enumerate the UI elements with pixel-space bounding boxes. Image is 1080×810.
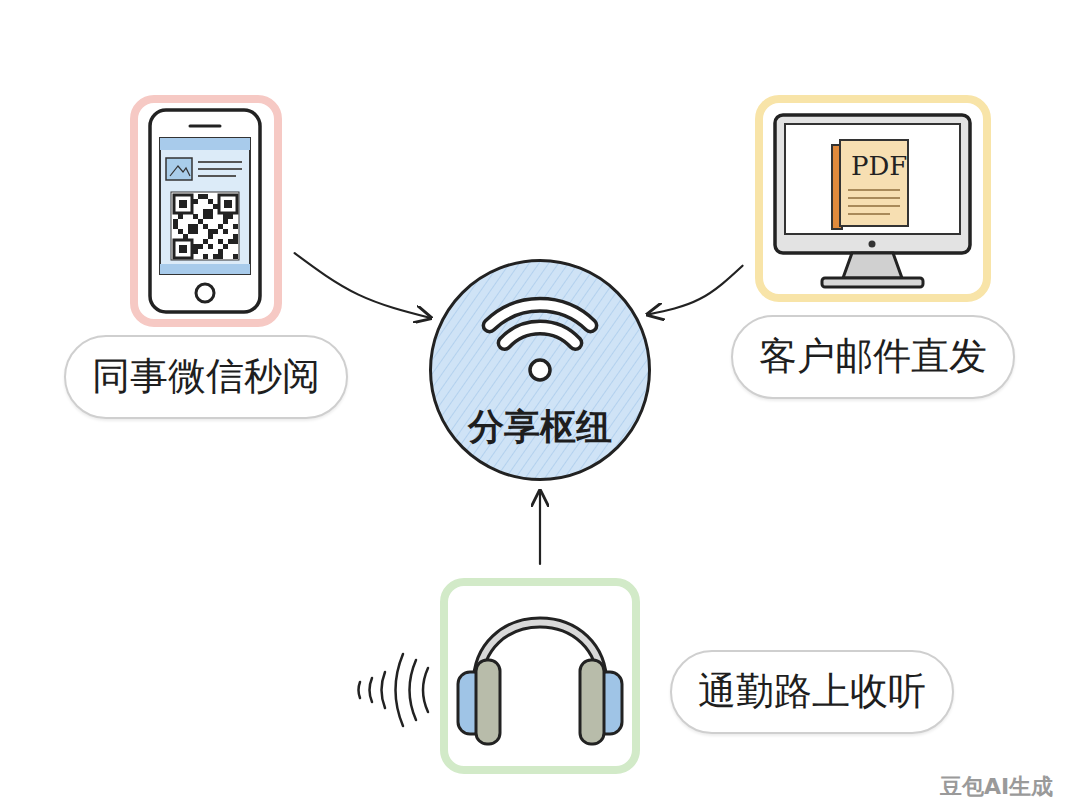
monitor-frame: PDF客户邮件直发 bbox=[755, 95, 991, 302]
arrow-connector bbox=[648, 266, 743, 315]
hub-label: 分享枢纽 bbox=[432, 406, 648, 447]
node-label: 同事微信秒阅 bbox=[64, 335, 348, 419]
qr-code bbox=[173, 194, 238, 259]
headphones-frame: 通勤路上收听 bbox=[440, 578, 640, 774]
phone-frame: 同事微信秒阅 bbox=[130, 95, 282, 327]
watermark: 豆包AI生成 bbox=[940, 772, 1053, 802]
arrow-connector bbox=[295, 253, 431, 318]
arrow-connector bbox=[539, 491, 541, 564]
headphones-icon bbox=[458, 623, 622, 745]
phone-icon bbox=[150, 110, 260, 312]
hub-circle: 分享枢纽 bbox=[429, 259, 651, 481]
monitor-icon bbox=[775, 115, 970, 287]
hub-disc bbox=[430, 260, 650, 480]
node-label: 客户邮件直发 bbox=[731, 315, 1015, 399]
document-label: PDF bbox=[851, 152, 907, 182]
sound-waves bbox=[359, 654, 429, 726]
node-label: 通勤路上收听 bbox=[670, 650, 954, 734]
